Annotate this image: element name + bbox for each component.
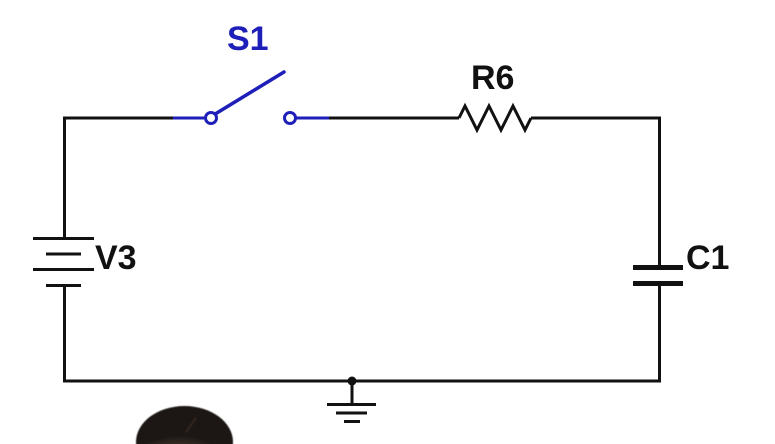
wire-bottom-return — [63, 286, 661, 383]
wire-resistor-to-capacitor — [531, 116, 661, 265]
ground-symbol — [327, 376, 376, 423]
switch-lever — [214, 70, 286, 116]
wire-network — [63, 116, 661, 383]
capacitor-label: C1 — [686, 239, 730, 277]
battery-symbol — [33, 237, 94, 287]
resistor-symbol — [457, 102, 533, 134]
battery-label: V3 — [95, 239, 137, 277]
switch-contact-left — [204, 111, 218, 125]
switch-label: S1 — [227, 20, 269, 58]
switch-contact-right — [283, 111, 297, 125]
hair-strand-detail — [185, 417, 197, 433]
switch-symbol — [173, 70, 329, 125]
wire-top-left — [63, 116, 177, 237]
capacitor-symbol — [633, 265, 683, 286]
resistor-label: R6 — [471, 59, 515, 97]
